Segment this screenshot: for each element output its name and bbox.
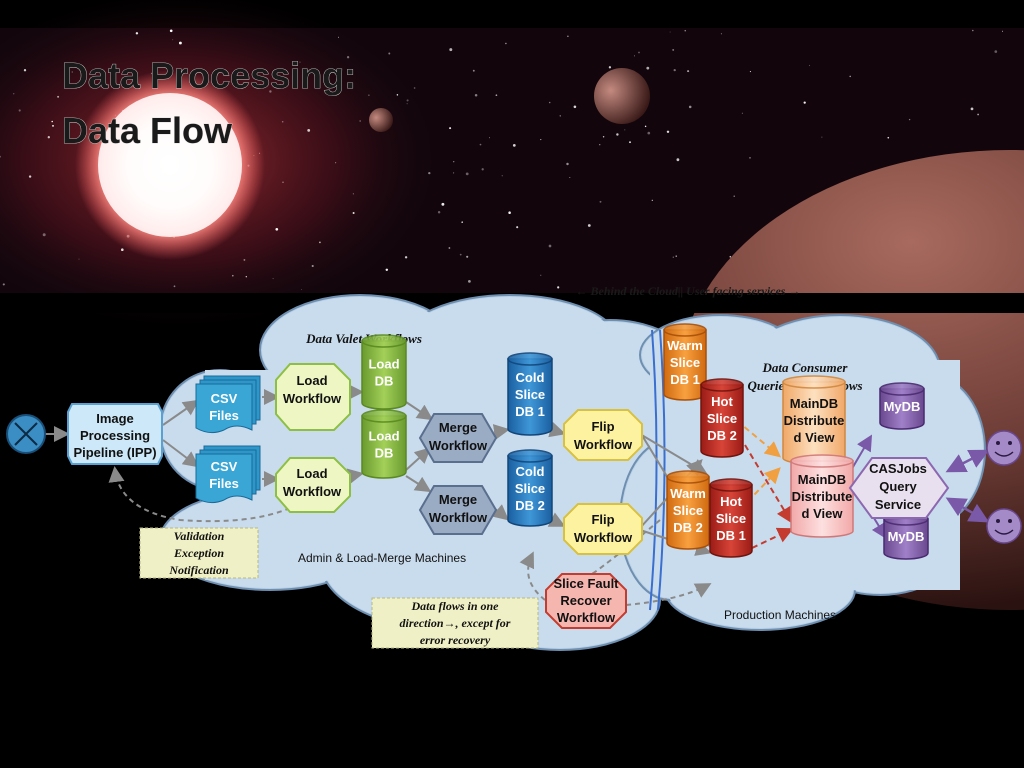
hot-slice-db-1-label-1: Hot bbox=[720, 494, 742, 509]
load-workflow-1-label-2: Workflow bbox=[283, 391, 342, 406]
hot-slice-db-2-label-1: Hot bbox=[711, 394, 733, 409]
banner-caption: ← Behind the Cloud|| User facing service… bbox=[576, 284, 801, 298]
warm-slice-db-1-label-1: Warm bbox=[667, 338, 703, 353]
maindb-distributed-view-1-label-3: d View bbox=[794, 430, 836, 445]
merge-workflow-2-label-1: Merge bbox=[439, 492, 477, 507]
csv-files-2-label-2: Files bbox=[209, 476, 239, 491]
slice-fault-label-1: Slice Fault bbox=[553, 576, 619, 591]
cold-slice-db-1-label-3: DB 1 bbox=[515, 404, 545, 419]
flip-workflow-2-label-1: Flip bbox=[591, 512, 614, 527]
maindb-distributed-view-2: MainDB Distribute d View bbox=[790, 454, 854, 538]
mydb-1: MyDB bbox=[879, 382, 925, 430]
load-db-2-label-1: Load bbox=[368, 429, 399, 444]
hot-slice-db-1-label-2: Slice bbox=[716, 511, 746, 526]
slice-fault-label-3: Workflow bbox=[557, 610, 616, 625]
hot-slice-db-2-label-3: DB 2 bbox=[707, 428, 737, 443]
cold-slice-db-2-label-2: Slice bbox=[515, 481, 545, 496]
warm-slice-db-2-label-3: DB 2 bbox=[673, 520, 703, 535]
merge-workflow-1: Merge Workflow bbox=[418, 413, 498, 463]
ipp-label-1: Image bbox=[96, 411, 134, 426]
planet-tiny bbox=[369, 108, 393, 132]
maindb-distributed-view-1-label-2: Distribute bbox=[784, 413, 845, 428]
load-workflow-1: Load Workflow bbox=[275, 363, 351, 431]
user-smiley-2 bbox=[986, 508, 1022, 544]
cold-slice-db-2-label-3: DB 2 bbox=[515, 498, 545, 513]
validation-note-line1: Validation bbox=[174, 529, 225, 543]
ipp-label-2: Processing bbox=[80, 428, 150, 443]
cold-slice-db-1-label-2: Slice bbox=[515, 387, 545, 402]
csv-files-2: CSV Files bbox=[195, 445, 261, 504]
validation-note: Validation Exception Notification bbox=[139, 527, 259, 579]
casjobs-label-3: Service bbox=[875, 497, 921, 512]
load-db-2-label-2: DB bbox=[375, 446, 394, 461]
slice-fault-recover-workflow: Slice Fault Recover Workflow bbox=[545, 573, 627, 629]
flip-workflow-2: Flip Workflow bbox=[563, 503, 643, 555]
casjobs-label-2: Query bbox=[879, 479, 917, 494]
cloud-boundary bbox=[649, 329, 666, 611]
mydb-1-label-1: MyDB bbox=[884, 399, 921, 414]
merge-workflow-2-label-2: Workflow bbox=[429, 510, 488, 525]
load-workflow-1-label-1: Load bbox=[296, 373, 327, 388]
data-flows-note-line2: direction→, except for bbox=[400, 616, 511, 630]
data-flows-note: Data flows in one direction→, except for… bbox=[371, 597, 539, 649]
admin-machines-label: Admin & Load-Merge Machines bbox=[298, 551, 466, 565]
maindb-distributed-view-2-label-3: d View bbox=[802, 506, 844, 521]
warm-slice-db-2-label-1: Warm bbox=[670, 486, 706, 501]
validation-note-line2: Exception bbox=[173, 546, 224, 560]
flip-workflow-2-label-2: Workflow bbox=[574, 530, 633, 545]
casjobs-node: CASJobs Query Service bbox=[848, 457, 950, 519]
slice-fault-label-2: Recover bbox=[560, 593, 611, 608]
production-machines-label: Production Machines bbox=[724, 608, 836, 622]
mydb-2-label-1: MyDB bbox=[888, 529, 925, 544]
flip-workflow-1-label-2: Workflow bbox=[574, 437, 633, 452]
planet-small bbox=[594, 68, 650, 124]
csv-files-1-label-1: CSV bbox=[211, 391, 238, 406]
csv-files-1-label-2: Files bbox=[209, 408, 239, 423]
maindb-distributed-view-1-label-1: MainDB bbox=[790, 396, 838, 411]
maindb-distributed-view-1: MainDB Distribute d View bbox=[782, 375, 846, 465]
ipp-node: Image Processing Pipeline (IPP) bbox=[67, 403, 163, 465]
page-title-line2: Data Flow bbox=[62, 110, 233, 151]
casjobs-label-1: CASJobs bbox=[869, 461, 927, 476]
cold-slice-db-2-label-1: Cold bbox=[516, 464, 545, 479]
csv-files-1: CSV Files bbox=[195, 375, 261, 434]
merge-workflow-1-label-1: Merge bbox=[439, 420, 477, 435]
flip-workflow-1: Flip Workflow bbox=[563, 409, 643, 461]
merge-workflow-2: Merge Workflow bbox=[418, 485, 498, 535]
user-smiley-1 bbox=[986, 430, 1022, 466]
load-workflow-2: Load Workflow bbox=[275, 457, 351, 513]
merge-workflow-1-label-2: Workflow bbox=[429, 438, 488, 453]
load-workflow-2-label-1: Load bbox=[296, 466, 327, 481]
csv-files-2-label-1: CSV bbox=[211, 459, 238, 474]
flip-workflow-1-label-1: Flip bbox=[591, 419, 614, 434]
maindb-distributed-view-2-label-2: Distribute bbox=[792, 489, 853, 504]
cold-slice-db-1-label-1: Cold bbox=[516, 370, 545, 385]
load-db-1-label-1: Load bbox=[368, 357, 399, 372]
validation-note-line3: Notification bbox=[168, 563, 229, 577]
hot-slice-db-2-label-2: Slice bbox=[707, 411, 737, 426]
page-title-line1: Data Processing: bbox=[62, 55, 356, 96]
data-flows-note-line1: Data flows in one bbox=[410, 599, 499, 613]
load-workflow-2-label-2: Workflow bbox=[283, 484, 342, 499]
hot-slice-db-1-label-3: DB 1 bbox=[716, 528, 746, 543]
start-node bbox=[6, 414, 46, 454]
warm-slice-db-1-label-3: DB 1 bbox=[670, 372, 700, 387]
warm-slice-db-2-label-2: Slice bbox=[673, 503, 703, 518]
warm-slice-db-1-label-2: Slice bbox=[670, 355, 700, 370]
mydb-2: MyDB bbox=[883, 512, 929, 560]
load-db-1-label-2: DB bbox=[375, 374, 394, 389]
maindb-distributed-view-2-label-1: MainDB bbox=[798, 472, 846, 487]
data-flows-note-line3: error recovery bbox=[420, 633, 491, 647]
ipp-label-3: Pipeline (IPP) bbox=[73, 445, 156, 460]
data-consumer-label-1: Data Consumer bbox=[762, 360, 849, 375]
